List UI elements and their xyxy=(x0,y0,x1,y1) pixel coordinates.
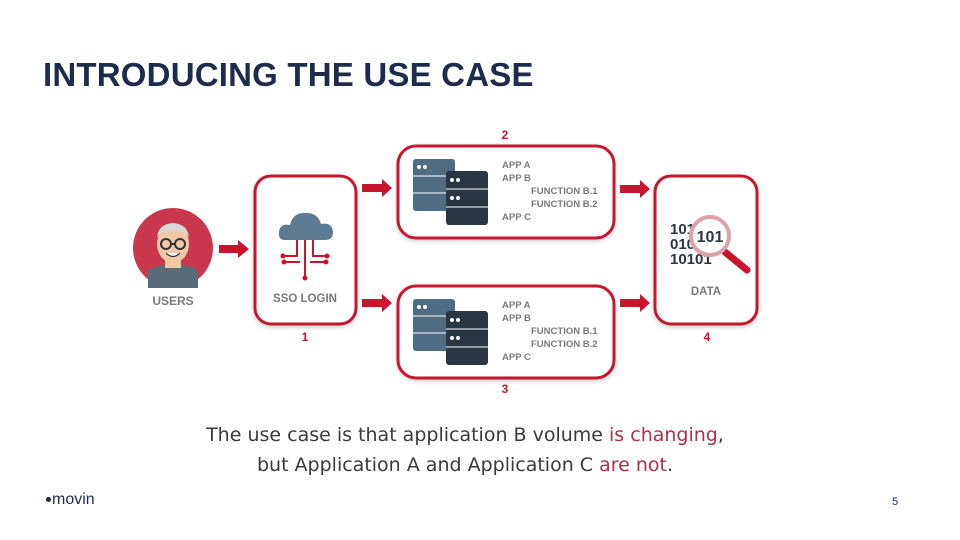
caption-highlight-changing: is changing xyxy=(609,424,718,446)
bottom-app-group: APP A APP B FUNCTION B.1 FUNCTION B.2 AP… xyxy=(396,284,616,380)
top-function-b2: FUNCTION B.2 xyxy=(531,199,598,210)
users-label: USERS xyxy=(152,294,193,308)
sso-login-label: SSO LOGIN xyxy=(273,293,337,305)
top-function-b1: FUNCTION B.1 xyxy=(531,186,598,197)
logo-dot-icon xyxy=(46,497,51,503)
top-app-b: APP B xyxy=(502,173,531,184)
slide-title: INTRODUCING THE USE CASE xyxy=(43,56,534,93)
binary-row-2: 010 xyxy=(670,236,695,253)
arrow-users-sso xyxy=(219,240,249,258)
binary-row-3: 10101 xyxy=(670,251,712,268)
bottom-function-b1: FUNCTION B.1 xyxy=(531,326,598,337)
caption-highlight-not: are not xyxy=(599,454,667,476)
server-stack-icon xyxy=(413,159,488,225)
binary-magnified: 101 xyxy=(697,229,724,246)
arrow-sso-bottom-group xyxy=(362,294,392,312)
arrow-bottom-group-data xyxy=(620,294,650,312)
user-avatar-icon xyxy=(148,223,198,288)
step-1-label: 1 xyxy=(302,330,309,344)
caption-line-2: but Application A and Application C are … xyxy=(256,454,674,476)
step-4-label: 4 xyxy=(704,330,711,344)
caption-line-1: The use case is that application B volum… xyxy=(206,424,724,446)
caption: The use case is that application B volum… xyxy=(0,420,930,480)
data-label: DATA xyxy=(691,286,721,298)
cloud-network-icon xyxy=(278,212,333,281)
bottom-app-a: APP A xyxy=(502,300,531,311)
arrow-top-group-data xyxy=(620,180,650,198)
magnifier-icon: 101 xyxy=(689,215,751,274)
bottom-app-c: APP C xyxy=(502,352,531,363)
server-stack-icon xyxy=(413,299,488,365)
top-app-group: APP A APP B FUNCTION B.1 FUNCTION B.2 AP… xyxy=(396,144,616,240)
bottom-function-b2: FUNCTION B.2 xyxy=(531,339,598,350)
step-2-label: 2 xyxy=(502,128,509,142)
sso-login-node: SSO LOGIN xyxy=(253,174,358,326)
top-app-c: APP C xyxy=(502,212,531,223)
page-number: 5 xyxy=(892,496,899,508)
data-node: 101 010 10101 101 DATA xyxy=(653,174,759,326)
binary-row-1: 101 xyxy=(670,221,695,238)
top-app-a: APP A xyxy=(502,160,531,171)
arrow-sso-top-group xyxy=(362,179,392,197)
users-node: USERS xyxy=(133,208,213,308)
company-logo: movin xyxy=(46,491,95,509)
bottom-app-b: APP B xyxy=(502,313,531,324)
step-3-label: 3 xyxy=(502,382,509,396)
